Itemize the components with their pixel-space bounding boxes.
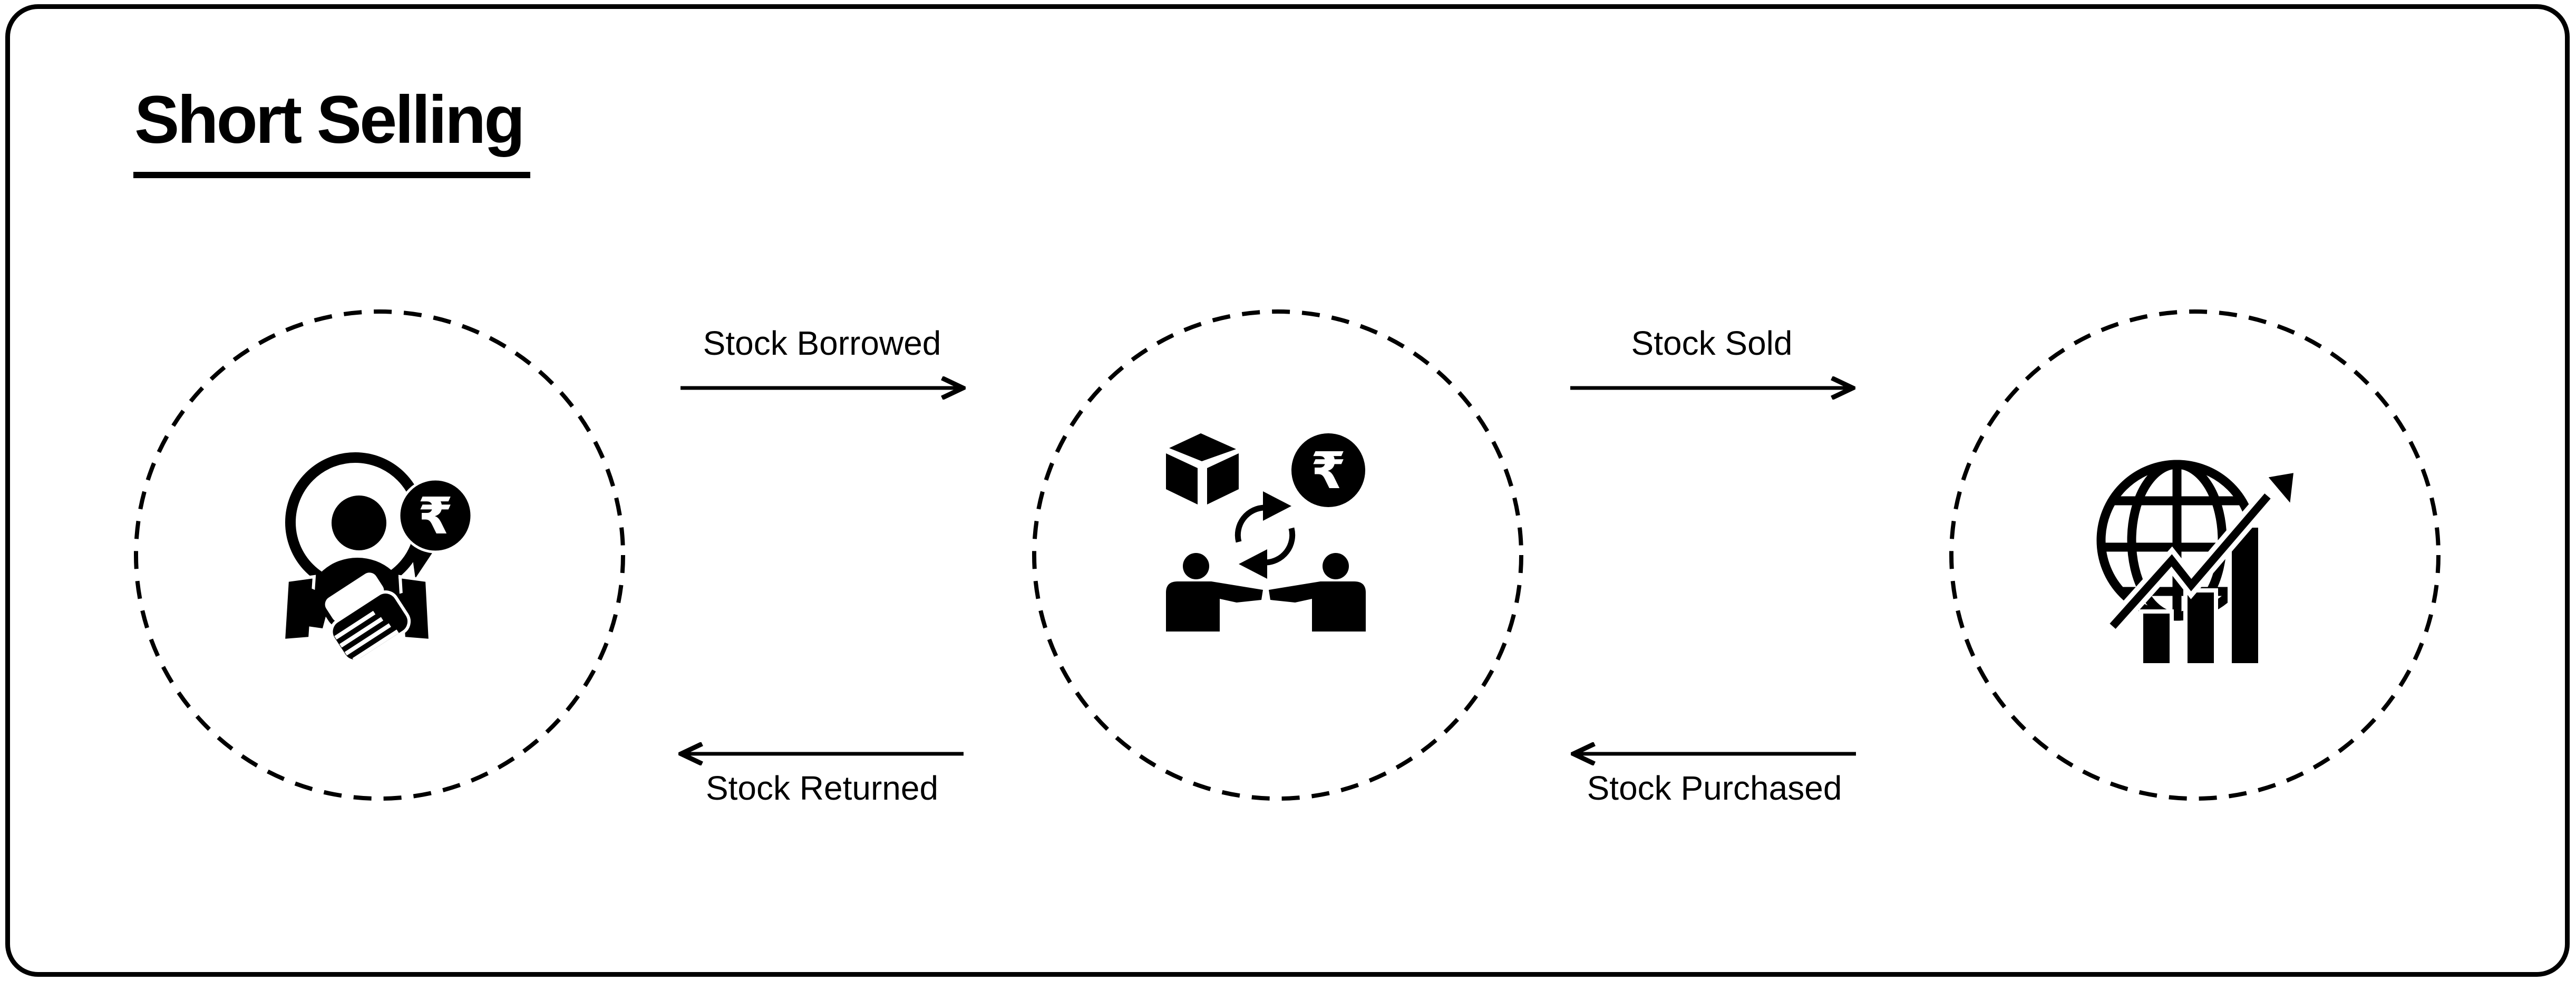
arrow-left-icon <box>1571 742 1856 765</box>
trader-person-right <box>1269 553 1366 632</box>
rupee-badge-icon: ₹ <box>397 478 473 578</box>
node-market <box>1949 309 2441 801</box>
node-trader: ₹ <box>1032 309 1523 801</box>
trader-person-left <box>1166 553 1263 632</box>
flow-stock-purchased: Stock Purchased <box>1571 742 1858 807</box>
arrow-right-icon <box>1570 376 1855 400</box>
flow-stock-borrowed: Stock Borrowed <box>678 325 966 400</box>
flow-label: Stock Returned <box>705 769 939 807</box>
diagram-border-frame <box>5 4 2570 977</box>
rupee-coin-icon: ₹ <box>1291 433 1365 507</box>
dashed-circle <box>1949 309 2441 801</box>
flow-stock-returned: Stock Returned <box>678 742 966 807</box>
person-handshake-rupee-icon: ₹ <box>281 452 473 663</box>
stock-exchange-trade-icon: ₹ <box>1166 433 1366 632</box>
growth-arrow-icon <box>2106 468 2298 633</box>
flow-label: Stock Purchased <box>1587 769 1842 807</box>
dashed-circle <box>134 309 625 801</box>
diagram-title: Short Selling <box>133 86 531 178</box>
bar-chart-icon <box>2139 523 2262 667</box>
arrow-right-icon <box>681 376 966 400</box>
rupee-symbol: ₹ <box>1311 441 1346 500</box>
rupee-symbol: ₹ <box>418 487 453 546</box>
flow-label: Stock Sold <box>1631 324 1793 362</box>
flow-stock-sold: Stock Sold <box>1568 325 1855 400</box>
global-market-growth-icon <box>2096 460 2298 667</box>
cube-icon <box>1166 433 1239 504</box>
dashed-circle <box>1032 309 1523 801</box>
exchange-arrows-icon <box>1234 491 1296 579</box>
node-lender: ₹ <box>134 309 625 801</box>
arrow-left-icon <box>678 742 964 765</box>
flow-label: Stock Borrowed <box>703 324 941 362</box>
